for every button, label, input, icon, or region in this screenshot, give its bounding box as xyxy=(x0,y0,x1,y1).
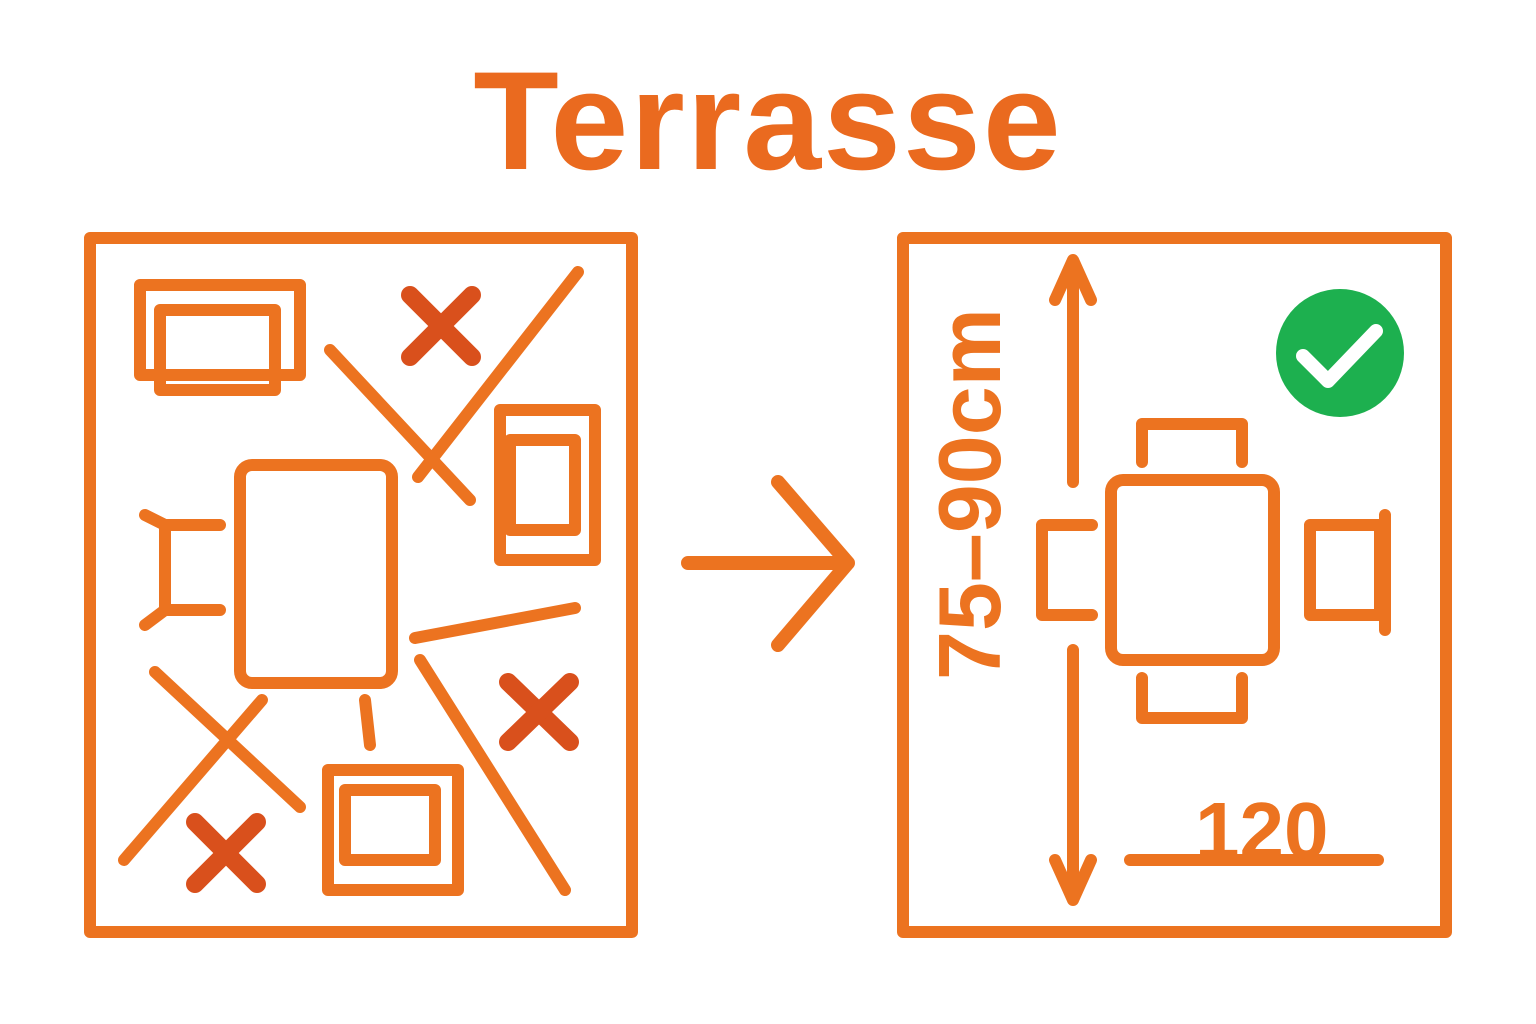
width-label: 120 xyxy=(1195,786,1328,875)
height-arrow xyxy=(1049,254,1097,906)
arrow-right-icon xyxy=(681,475,855,652)
armchair-bottom xyxy=(322,764,464,896)
table xyxy=(234,459,398,689)
left-panel-bad-layout xyxy=(84,232,638,938)
table xyxy=(1105,474,1280,666)
chair-right xyxy=(1304,509,1391,636)
title: Terrasse xyxy=(473,42,1063,199)
left-frame xyxy=(84,232,638,938)
right-frame xyxy=(897,232,1452,938)
cross-icon xyxy=(401,286,481,366)
chair-top xyxy=(1136,418,1248,468)
sofa-top-left xyxy=(134,279,306,396)
right-panel-good-layout: 75–90cm 120 xyxy=(897,232,1452,938)
cross-icon xyxy=(499,673,579,751)
height-label: 75–90cm xyxy=(920,308,1019,680)
armchair-right xyxy=(494,404,601,566)
chair-bottom xyxy=(1136,672,1248,724)
chair-left xyxy=(139,509,226,631)
cross-icon xyxy=(186,813,266,893)
cross-lines xyxy=(118,266,584,896)
checkmark-icon xyxy=(1276,289,1404,417)
chair-left xyxy=(1036,519,1098,621)
